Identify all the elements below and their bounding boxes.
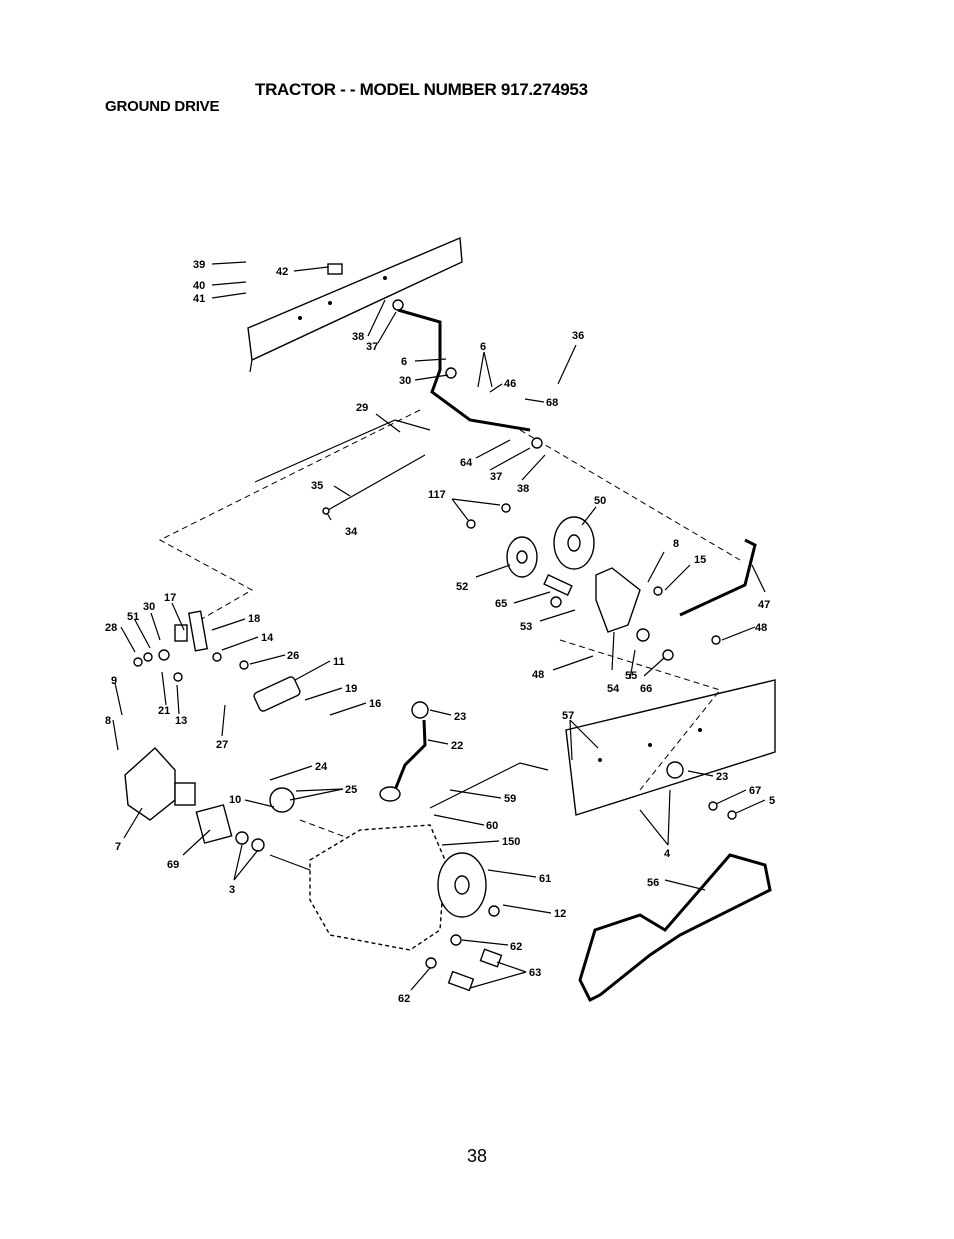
callout-150: 150 <box>502 836 520 848</box>
callout-54: 54 <box>607 683 620 695</box>
callout-60: 60 <box>486 820 498 832</box>
callout-11: 11 <box>333 656 345 668</box>
callout-12: 12 <box>554 908 566 920</box>
callout-57: 57 <box>562 710 574 722</box>
page-number: 38 <box>466 1146 488 1166</box>
callout-35: 35 <box>311 480 323 492</box>
callout-8: 8 <box>673 538 679 550</box>
drive-belt <box>578 853 772 1003</box>
belt-path-line <box>158 409 421 621</box>
callout-38b: 38 <box>517 483 529 495</box>
callout-55: 55 <box>625 670 637 682</box>
section-title: GROUND DRIVE <box>105 98 220 115</box>
callout-22: 22 <box>451 740 463 752</box>
callout-3: 3 <box>229 884 235 896</box>
callout-61: 61 <box>539 873 551 885</box>
callout-69: 69 <box>167 859 179 871</box>
callout-23b: 23 <box>716 771 728 783</box>
frame-rail-right <box>565 679 776 816</box>
callout-27: 27 <box>216 739 228 751</box>
callout-21: 21 <box>158 705 170 717</box>
callout-labels: 39 40 41 42 38 37 36 6 6 30 46 68 29 64 … <box>105 259 775 1005</box>
callout-29: 29 <box>356 402 368 414</box>
callout-64: 64 <box>460 457 473 469</box>
idler-bracket <box>595 567 641 633</box>
callout-6b: 6 <box>480 341 486 353</box>
callout-46: 46 <box>504 378 516 390</box>
callout-36: 36 <box>572 330 584 342</box>
callout-66: 66 <box>640 683 652 695</box>
callout-65: 65 <box>495 598 507 610</box>
leader-lines <box>112 261 766 991</box>
pulley-61 <box>437 852 487 918</box>
callout-10: 10 <box>229 794 241 806</box>
callout-6: 6 <box>401 356 407 368</box>
callout-41: 41 <box>193 293 205 305</box>
callout-9: 9 <box>111 675 117 687</box>
page-title: TRACTOR - - MODEL NUMBER 917.274953 <box>255 80 588 99</box>
callout-14: 14 <box>261 632 274 644</box>
callout-47: 47 <box>758 599 770 611</box>
callout-56: 56 <box>647 877 659 889</box>
frame-rail-top <box>247 236 463 373</box>
callout-59: 59 <box>504 793 516 805</box>
callout-8b: 8 <box>105 715 111 727</box>
callout-5: 5 <box>769 795 775 807</box>
callout-42: 42 <box>276 266 288 278</box>
callout-28: 28 <box>105 622 117 634</box>
callout-117: 117 <box>428 489 446 501</box>
callout-37b: 37 <box>490 471 502 483</box>
callout-34: 34 <box>345 526 358 538</box>
pulley-50 <box>553 516 595 570</box>
callout-4: 4 <box>664 848 671 860</box>
callout-23: 23 <box>454 711 466 723</box>
callout-18: 18 <box>248 613 260 625</box>
callout-63: 63 <box>529 967 541 979</box>
callout-25: 25 <box>345 784 357 796</box>
callout-52: 52 <box>456 581 468 593</box>
callout-15: 15 <box>694 554 706 566</box>
hardware <box>133 263 737 992</box>
callout-40: 40 <box>193 280 205 292</box>
drive-hub <box>124 747 196 821</box>
shift-lever <box>379 701 429 802</box>
callout-68: 68 <box>546 397 558 409</box>
shift-rod <box>254 308 531 511</box>
callout-50: 50 <box>594 495 606 507</box>
callout-48: 48 <box>755 622 767 634</box>
rod-47 <box>679 538 757 617</box>
callout-62: 62 <box>510 941 522 953</box>
callout-53: 53 <box>520 621 532 633</box>
callout-39: 39 <box>193 259 205 271</box>
callout-48b: 48 <box>532 669 544 681</box>
callout-30b: 30 <box>143 601 155 613</box>
callout-24: 24 <box>315 761 328 773</box>
callout-62b: 62 <box>398 993 410 1005</box>
transaxle <box>269 824 446 951</box>
callout-67: 67 <box>749 785 761 797</box>
pulley-52 <box>506 536 538 578</box>
callout-17: 17 <box>164 592 176 604</box>
callout-37: 37 <box>366 341 378 353</box>
callout-38: 38 <box>352 331 364 343</box>
callout-19: 19 <box>345 683 357 695</box>
callout-16: 16 <box>369 698 381 710</box>
callout-7: 7 <box>115 841 121 853</box>
callout-26: 26 <box>287 650 299 662</box>
rod-59 <box>429 762 549 809</box>
coupling <box>195 804 233 844</box>
callout-51: 51 <box>127 611 139 623</box>
callout-30: 30 <box>399 375 411 387</box>
callout-13: 13 <box>175 715 187 727</box>
